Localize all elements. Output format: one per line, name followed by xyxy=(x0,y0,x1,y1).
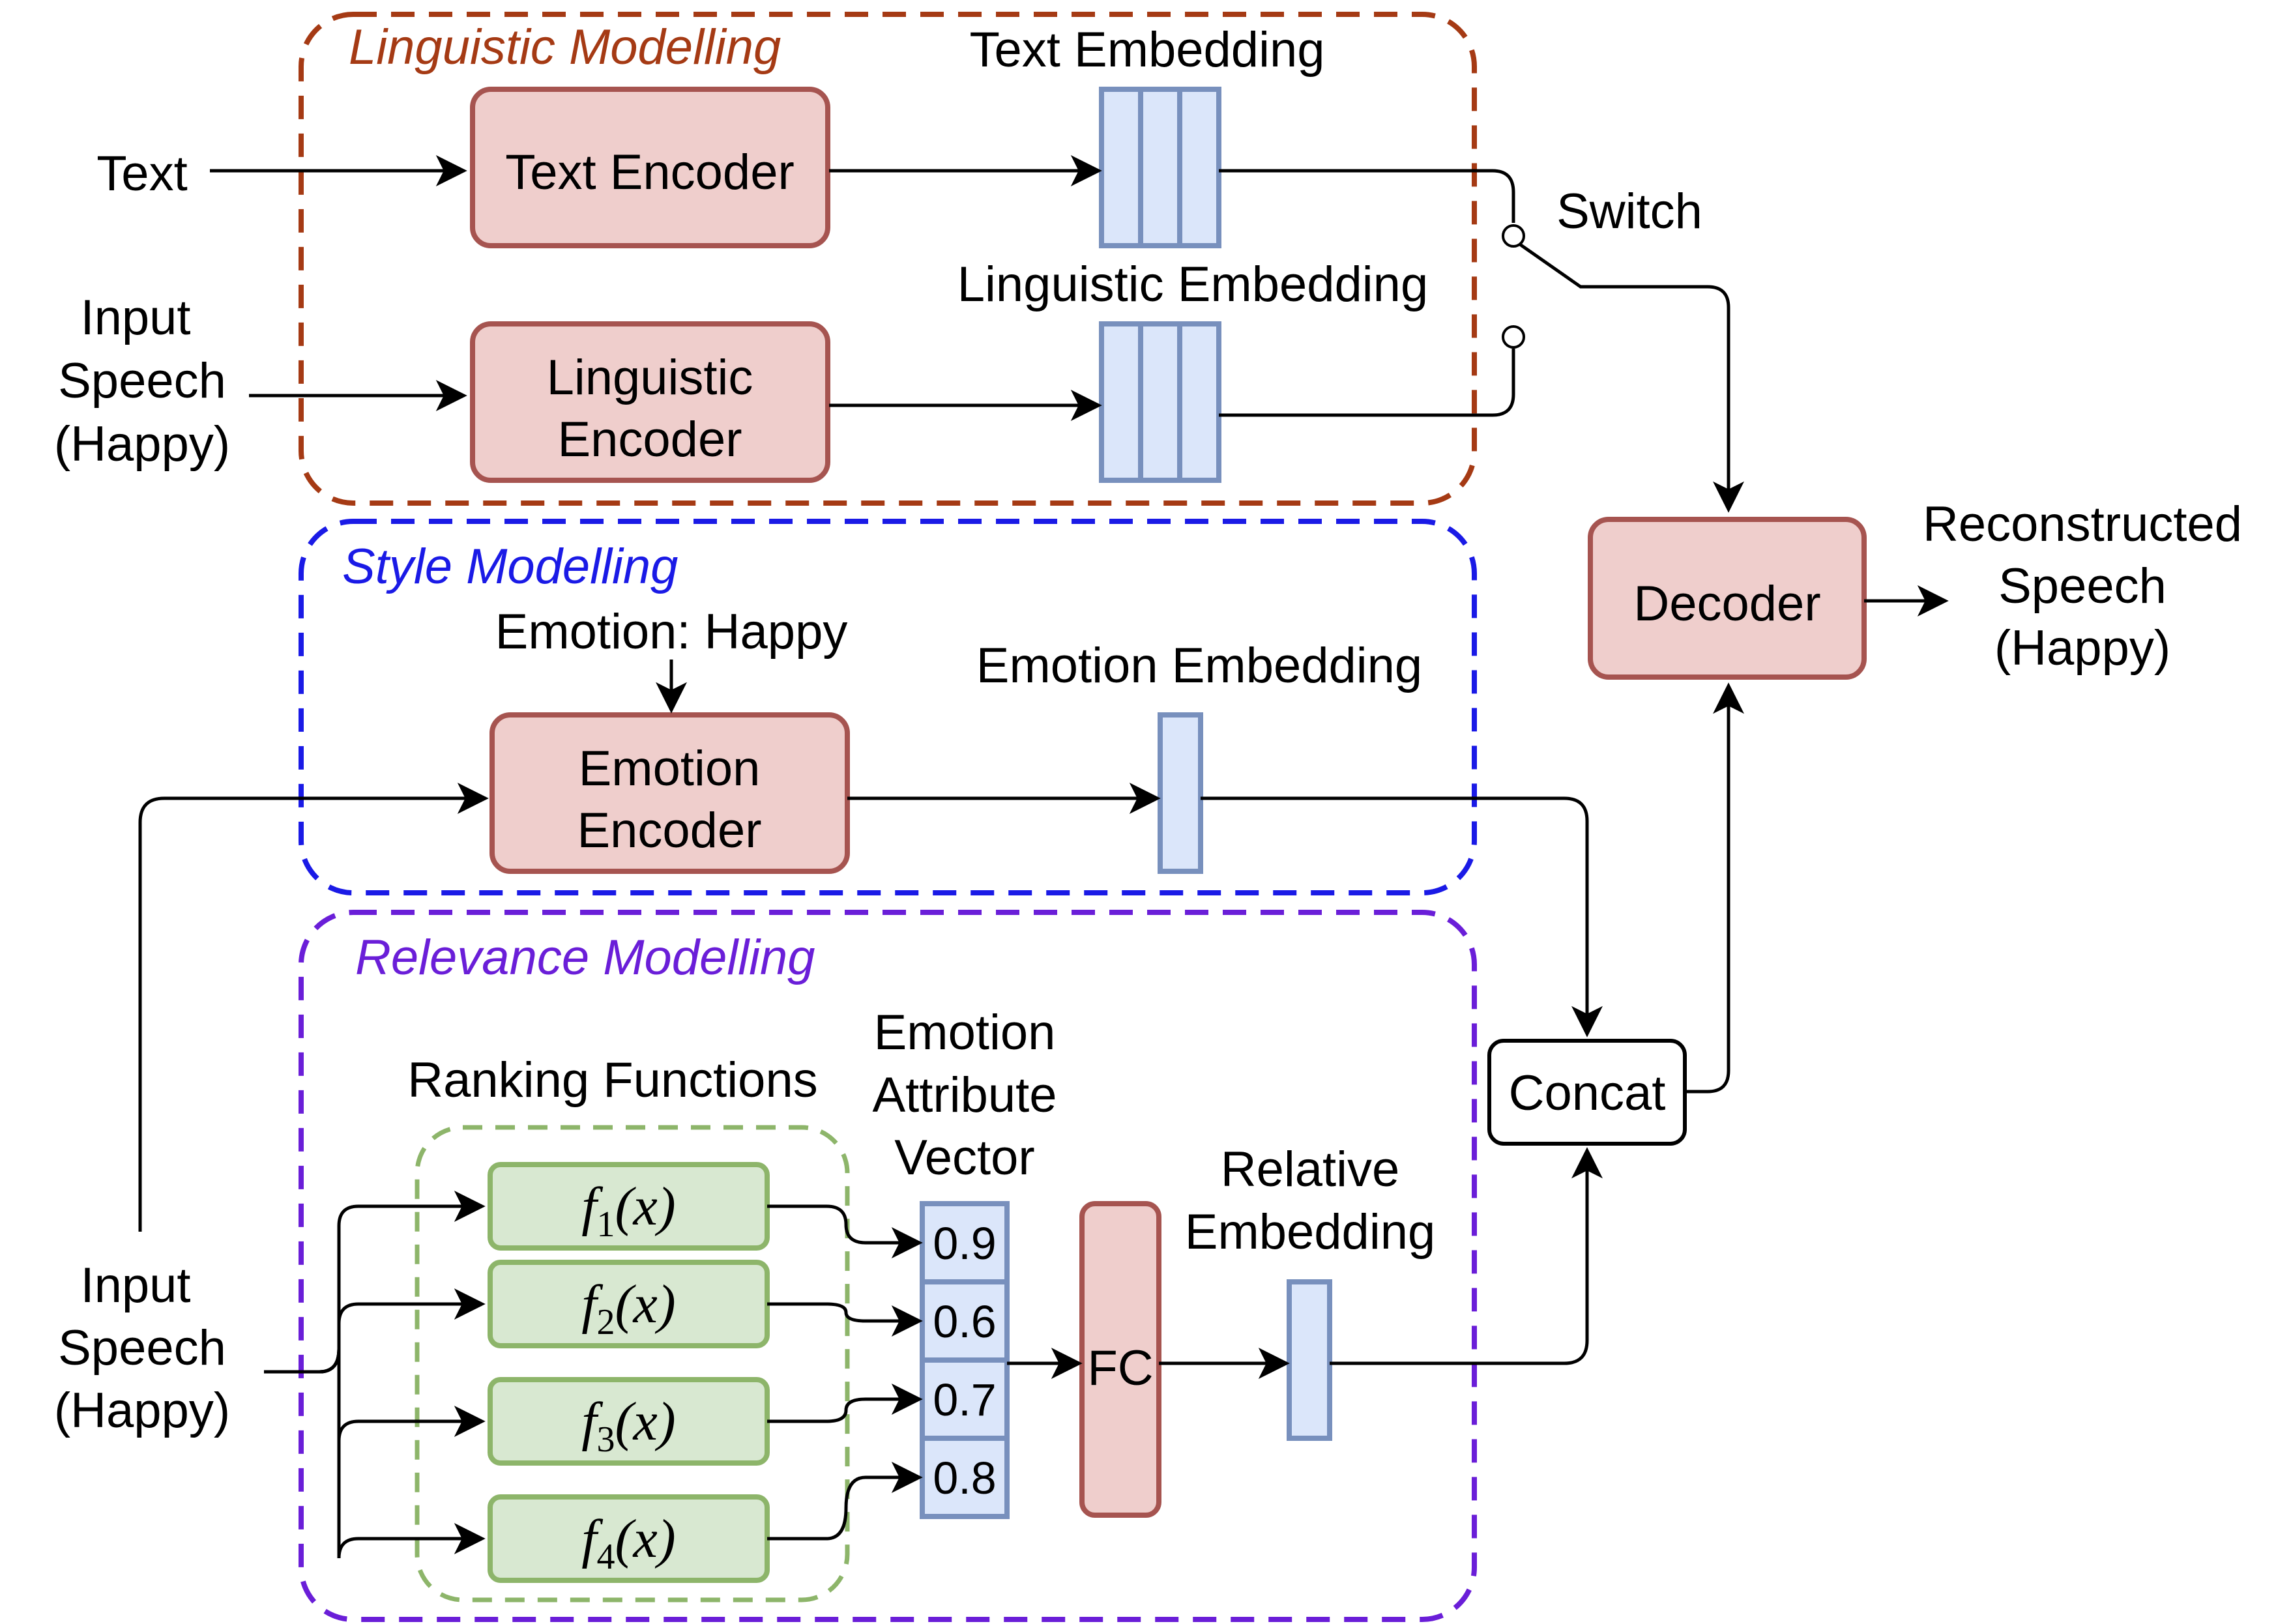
svg-text:Vector: Vector xyxy=(894,1130,1034,1185)
svg-text:Speech: Speech xyxy=(1998,558,2167,614)
relevance-modelling-frame xyxy=(299,910,1477,1622)
attribute-value: 0.8 xyxy=(933,1453,996,1503)
text-encoder-label: Text Encoder xyxy=(505,145,795,200)
concat-label: Concat xyxy=(1509,1066,1666,1121)
text-input-label: Text xyxy=(96,146,187,201)
linguistic-encoder-label-line1: Linguistic xyxy=(547,350,753,405)
text-embedding-label: Text Embedding xyxy=(970,22,1325,78)
switch-contact-bottom xyxy=(1502,325,1525,349)
emotion-attribute-vector: 0.9 0.6 0.7 0.8 xyxy=(920,1201,1010,1519)
decoder-label: Decoder xyxy=(1633,576,1820,631)
reconstructed-speech-label: Reconstructed Speech (Happy) xyxy=(1923,497,2242,676)
ranking-function-label: f3(x) xyxy=(581,1391,676,1460)
fc-label: FC xyxy=(1087,1341,1153,1396)
svg-text:(Happy): (Happy) xyxy=(54,1383,230,1438)
function-to-attribute-wire xyxy=(767,1384,923,1423)
speech-to-function-wire xyxy=(264,1191,486,1374)
speech-to-function-wire xyxy=(264,1348,486,1559)
linguistic-encoder-label-line2: Encoder xyxy=(557,412,742,467)
relative-embedding-vector xyxy=(1287,1279,1332,1441)
svg-text:Relative: Relative xyxy=(1221,1142,1400,1197)
input-speech-bottom-label: Input Speech (Happy) xyxy=(54,1258,230,1438)
emotion-embedding-vector xyxy=(1158,712,1203,874)
svg-text:Reconstructed: Reconstructed xyxy=(1923,497,2242,552)
function-to-attribute-wire xyxy=(767,1302,923,1337)
style-modelling-title: Style Modelling xyxy=(342,539,678,594)
ranking-functions-frame xyxy=(415,1125,850,1602)
switch-label: Switch xyxy=(1556,184,1702,239)
text-embedding-vector xyxy=(1099,87,1221,248)
function-to-attribute-wire xyxy=(767,1462,923,1541)
linguistic-encoder-block xyxy=(470,321,830,483)
speech-to-function-wire xyxy=(264,1288,486,1374)
emotion-embedding-label: Emotion Embedding xyxy=(976,638,1422,693)
connection-wires xyxy=(138,155,1949,1379)
svg-text:Attribute: Attribute xyxy=(872,1067,1057,1123)
svg-text:(Happy): (Happy) xyxy=(54,416,230,472)
ranking-functions-title: Ranking Functions xyxy=(407,1052,817,1108)
emotion-encoder-label-line2: Encoder xyxy=(577,803,761,858)
input-speech-top-label: Input Speech (Happy) xyxy=(54,290,230,472)
style-modelling-frame xyxy=(299,519,1477,895)
attribute-cell xyxy=(920,1436,1010,1519)
ranking-function-label: f1(x) xyxy=(581,1176,676,1245)
emotion-condition-label: Emotion: Happy xyxy=(495,604,848,660)
text-encoder-block xyxy=(470,87,830,248)
svg-text:Speech: Speech xyxy=(58,353,226,409)
attribute-value: 0.6 xyxy=(933,1296,996,1347)
ranking-function-label: f2(x) xyxy=(581,1274,676,1342)
svg-text:Emotion: Emotion xyxy=(874,1005,1056,1060)
relative-embedding-label: Relative Embedding xyxy=(1185,1142,1436,1260)
ranking-wires xyxy=(264,1191,923,1559)
emotion-encoder-label-line1: Emotion xyxy=(579,741,761,796)
ranking-function-label: f4(x) xyxy=(581,1509,676,1577)
svg-text:Speech: Speech xyxy=(58,1320,226,1376)
linguistic-modelling-title: Linguistic Modelling xyxy=(349,20,781,75)
svg-text:Input: Input xyxy=(80,290,190,345)
ranking-functions-group: f1(x) f2(x) f3(x) f4(x) xyxy=(488,1162,770,1583)
linguistic-modelling-frame xyxy=(299,12,1477,506)
attribute-value: 0.9 xyxy=(933,1218,996,1269)
svg-text:Input: Input xyxy=(80,1258,190,1313)
relevance-modelling-title: Relevance Modelling xyxy=(355,930,815,985)
linguistic-embedding-vector xyxy=(1099,321,1221,483)
emotion-encoder-block xyxy=(489,712,850,874)
attribute-value: 0.7 xyxy=(933,1374,996,1425)
svg-text:Embedding: Embedding xyxy=(1185,1204,1436,1260)
linguistic-embedding-label: Linguistic Embedding xyxy=(957,257,1428,312)
speech-to-function-wire xyxy=(264,1348,486,1442)
emotion-attribute-vector-label: Emotion Attribute Vector xyxy=(872,1005,1057,1185)
decoder-block xyxy=(1588,517,1867,680)
function-to-attribute-wire xyxy=(767,1204,923,1258)
switch-contact-top xyxy=(1502,224,1525,248)
svg-text:(Happy): (Happy) xyxy=(1994,620,2170,676)
